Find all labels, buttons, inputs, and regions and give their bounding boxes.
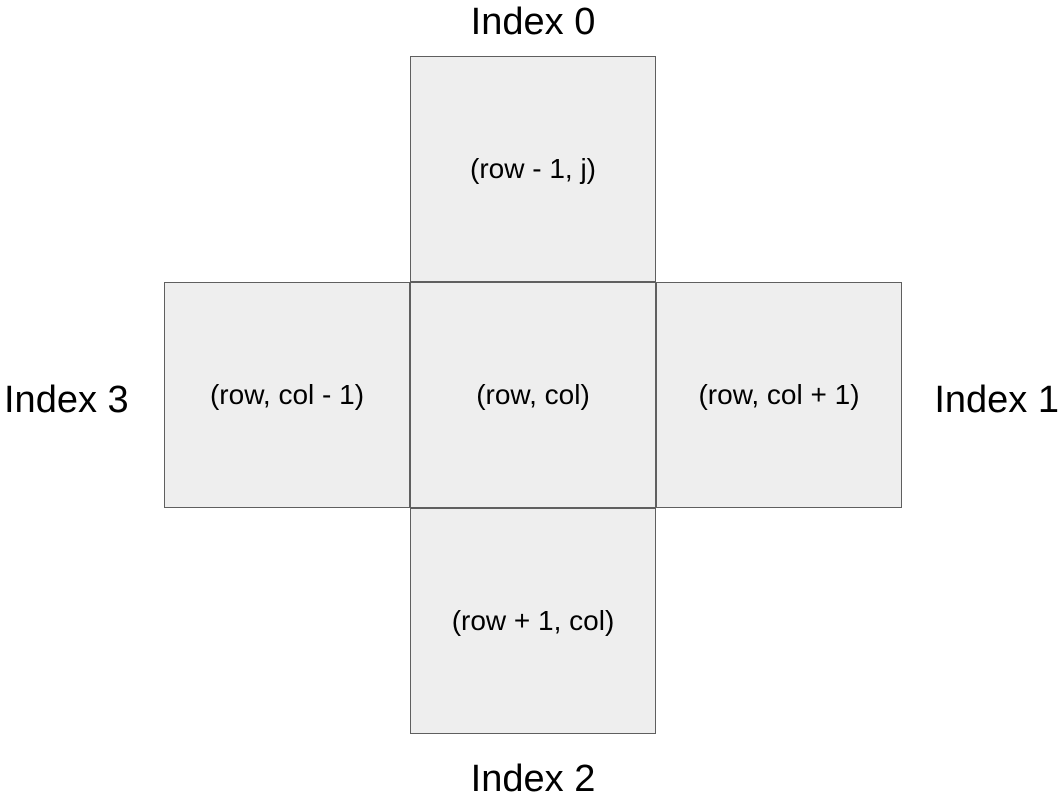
cell-center-label: (row, col) — [476, 379, 590, 410]
cell-right-label: (row, col + 1) — [698, 379, 860, 410]
cell-center: (row, col) — [410, 282, 656, 508]
cell-left-label: (row, col - 1) — [209, 379, 365, 410]
cell-top-neighbor: (row - 1, j) — [410, 56, 656, 282]
cell-right-neighbor: (row, col + 1) — [656, 282, 902, 508]
cell-top-label: (row - 1, j) — [470, 153, 596, 184]
index-0-label: Index 0 — [470, 1, 596, 43]
cell-bottom-label: (row + 1, col) — [451, 605, 615, 636]
index-3-label: Index 3 — [4, 379, 129, 421]
index-2-label: Index 2 — [470, 758, 596, 800]
cell-left-neighbor: (row, col - 1) — [164, 282, 410, 508]
index-1-label: Index 1 — [934, 379, 1059, 421]
cell-bottom-neighbor: (row + 1, col) — [410, 508, 656, 734]
